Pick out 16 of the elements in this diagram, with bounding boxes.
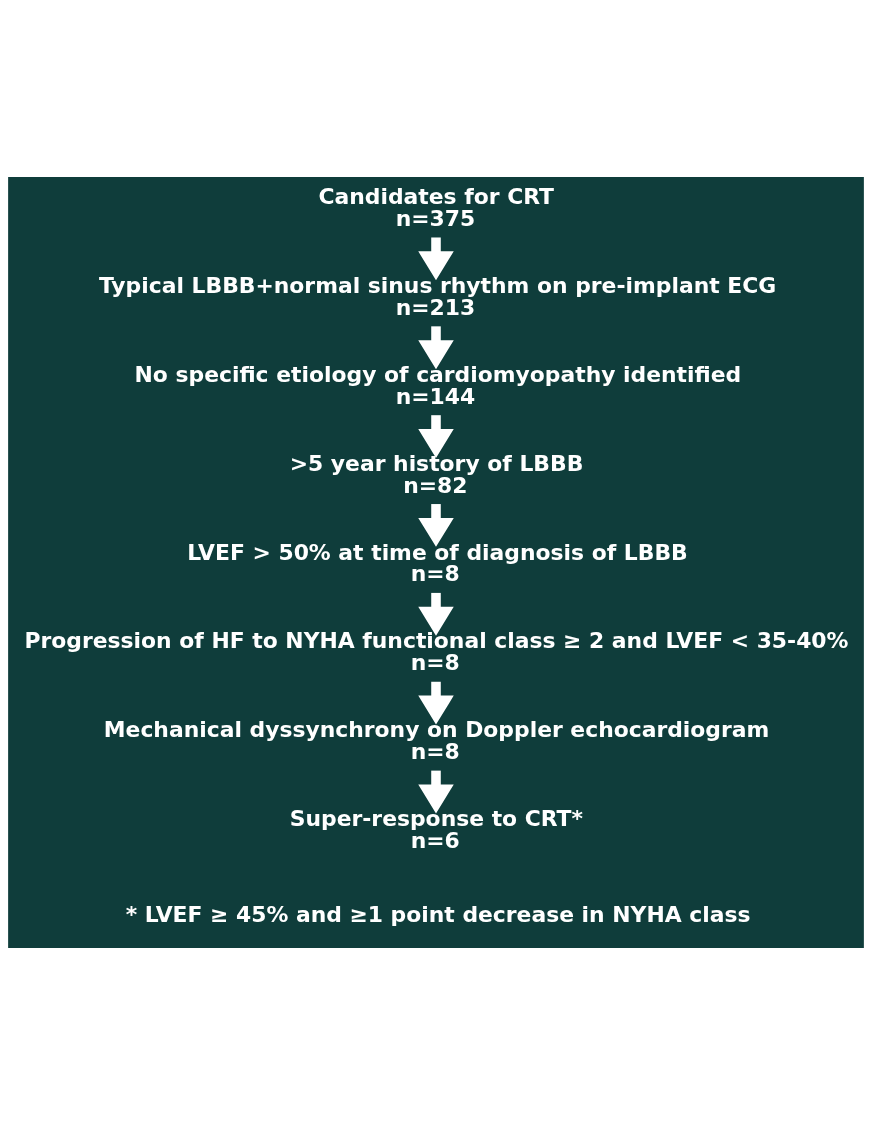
node-text: Candidates for CRT n=375 (318, 184, 554, 231)
node-text: Mechanical dyssynchrony on Doppler echocardiogram n=8 (103, 717, 770, 765)
node-text: >5 year history of LBBB n=82 (289, 450, 584, 498)
arrow (418, 592, 454, 636)
arrow (418, 415, 454, 459)
label: * LVEF ≥ 45% and ≥1 point decrease in NYHA class (125, 901, 751, 927)
arrow (418, 504, 454, 547)
arrow (418, 681, 454, 725)
node-text: Progression of HF to NYHA functional class ≥ 2 and LVEF < 35-40% n=8 (24, 628, 849, 676)
arrow (418, 326, 454, 370)
node-text: Super-response to CRT* n=6 (289, 806, 583, 853)
node-text: No specific etiology of cardiomyopathy identified n=144 (134, 361, 742, 409)
node-text: LVEF > 50% at time of diagnosis of LBBB n=8 (187, 539, 688, 587)
arrow (418, 237, 454, 281)
node-text: Typical LBBB+normal sinus rhythm on pre-implant ECG n=213 (99, 272, 777, 320)
arrow (418, 770, 454, 814)
